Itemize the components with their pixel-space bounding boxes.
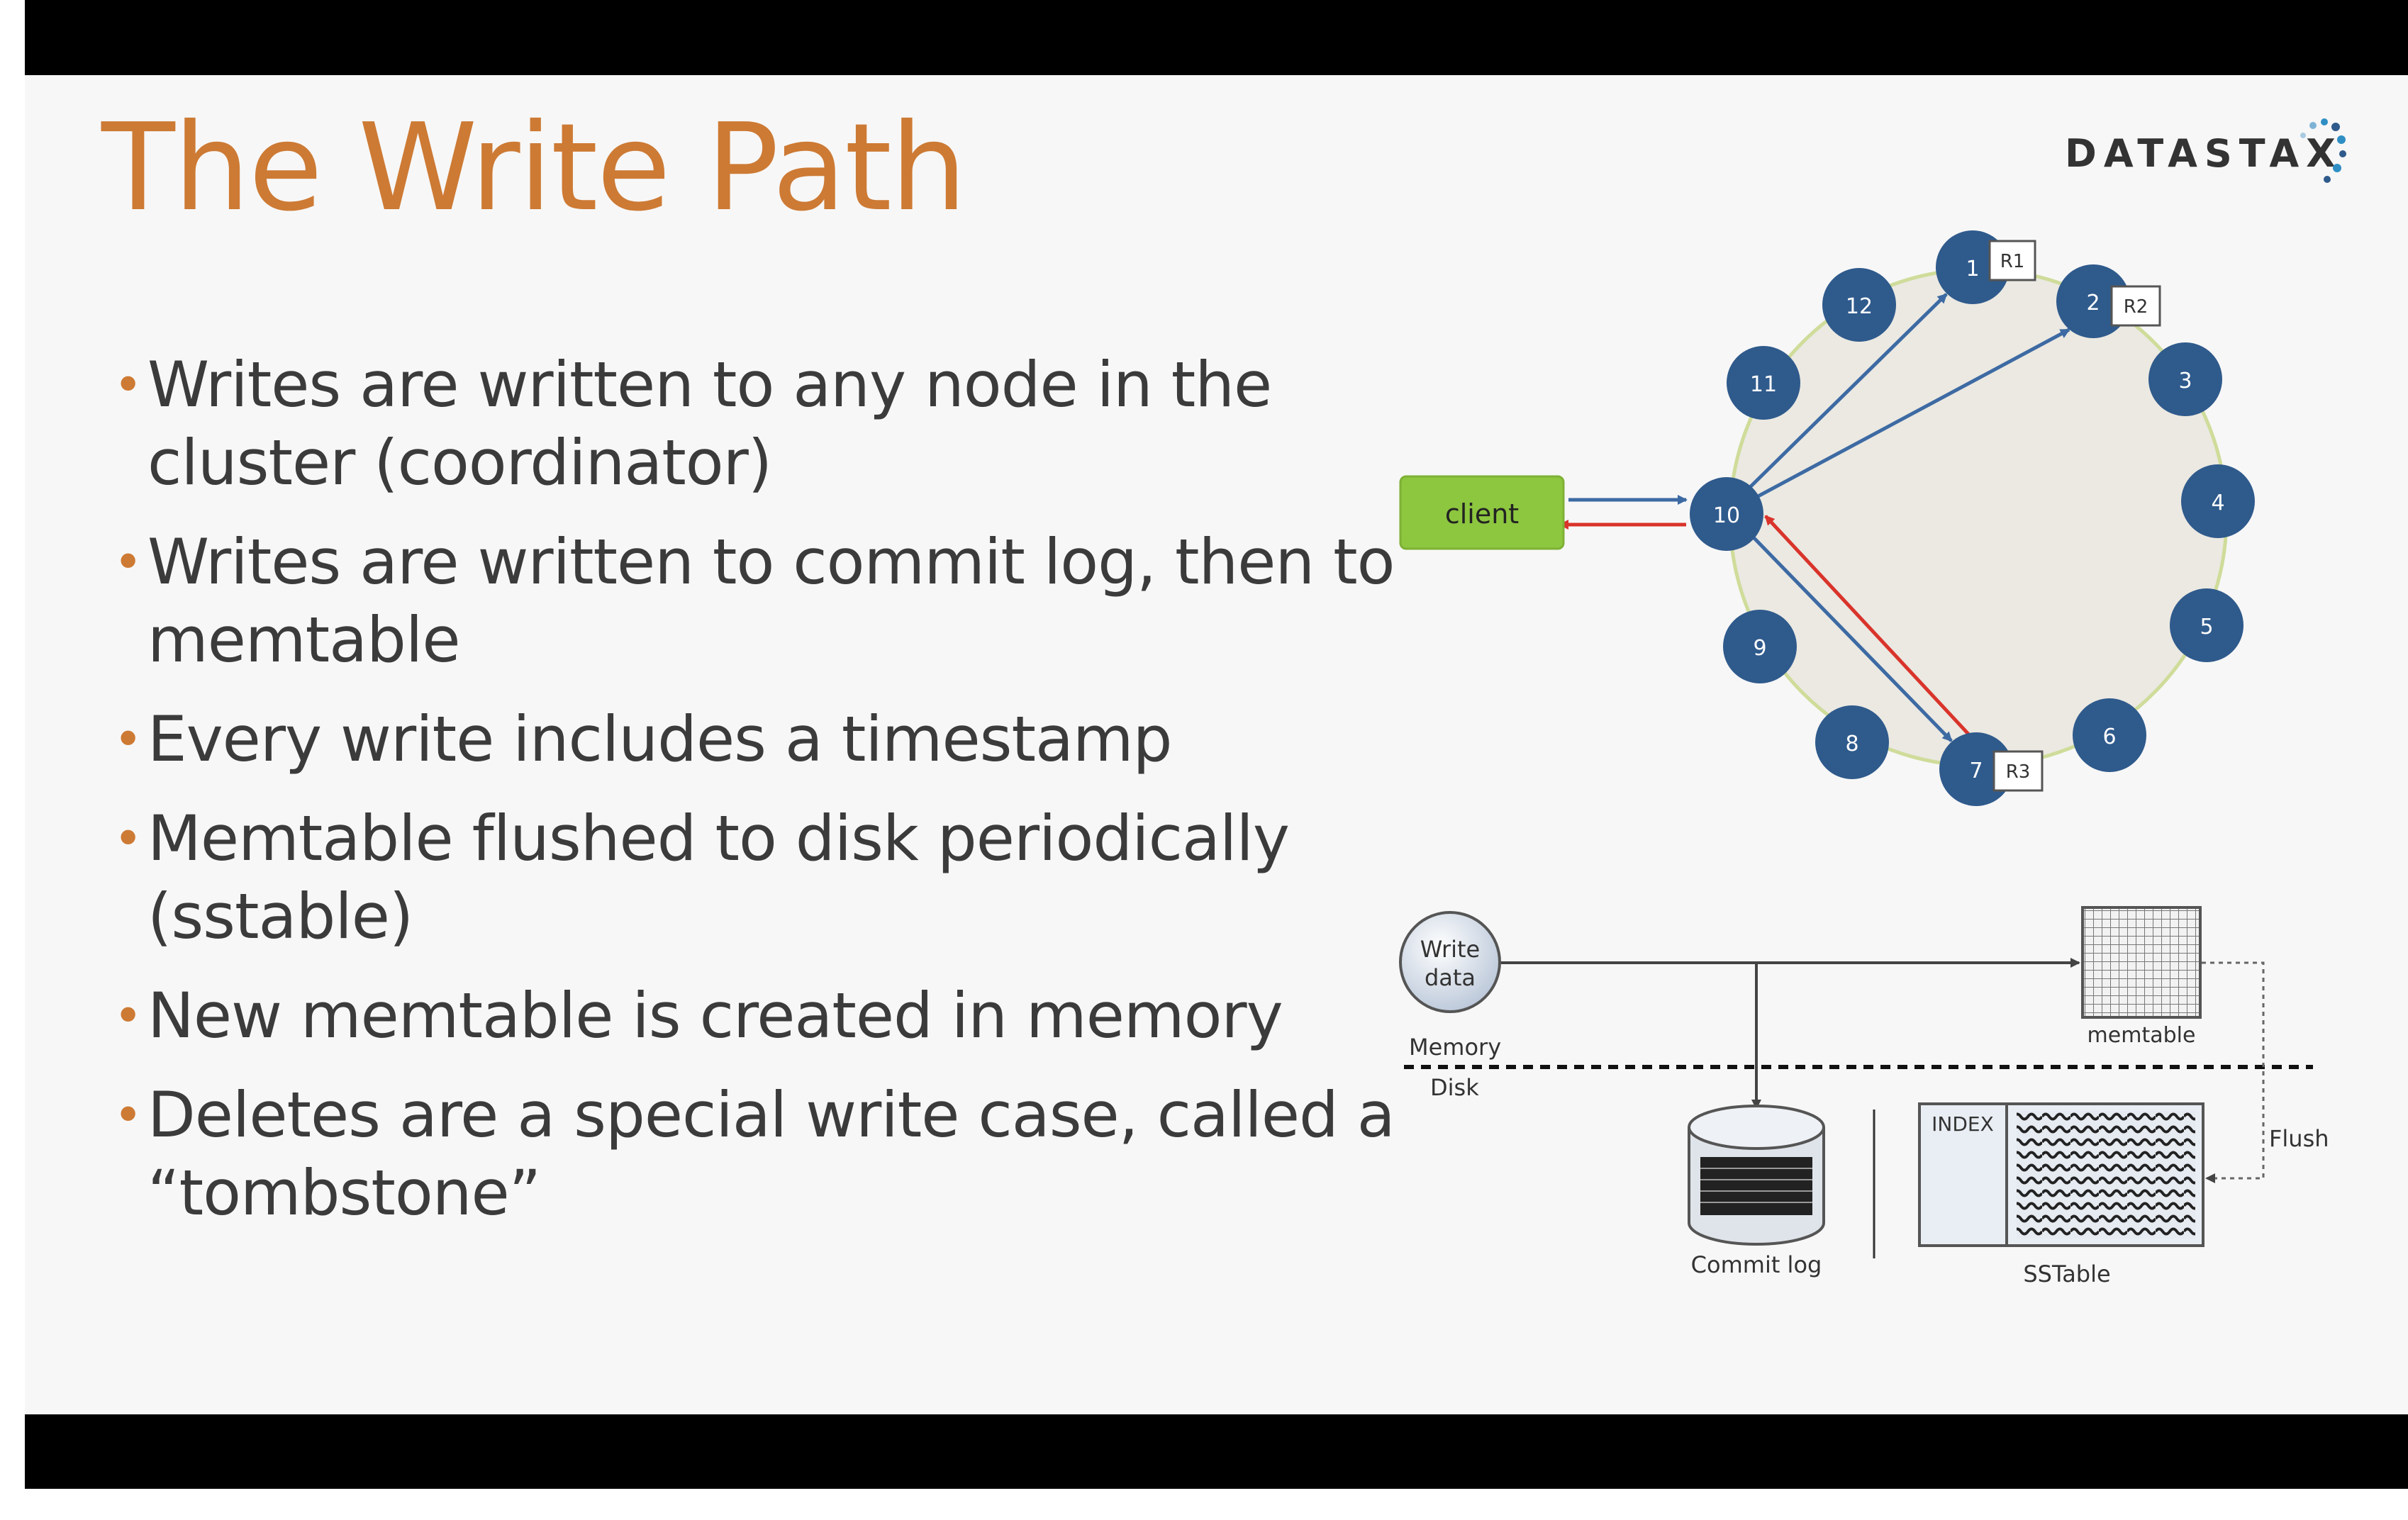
svg-text:3: 3 bbox=[2178, 369, 2192, 393]
coordinator-to-node1-arrow bbox=[1743, 293, 1948, 494]
bullet-text: Memtable flushed to disk periodically (s… bbox=[147, 802, 1290, 953]
node-9: 9 bbox=[1723, 610, 1797, 683]
bullet-dot-icon: • bbox=[113, 356, 143, 414]
memtable-label: memtable bbox=[2088, 1023, 2196, 1048]
ring-circle bbox=[1728, 267, 2229, 768]
memtable-grid-icon bbox=[2081, 906, 2202, 1019]
svg-text:1: 1 bbox=[1966, 257, 1979, 281]
bullet-dot-icon: • bbox=[113, 987, 143, 1045]
logo-dots-icon bbox=[2300, 118, 2346, 183]
node-12: 12 bbox=[1822, 268, 1896, 342]
bottom-letterbox-bar bbox=[25, 1414, 2408, 1489]
svg-text:4: 4 bbox=[2211, 491, 2224, 515]
node-11: 11 bbox=[1727, 346, 1800, 420]
svg-text:2: 2 bbox=[2086, 291, 2100, 315]
bullet-dot-icon: • bbox=[113, 810, 143, 868]
svg-text:8: 8 bbox=[1845, 732, 1858, 756]
memory-label: Memory bbox=[1409, 1034, 1501, 1061]
svg-text:9: 9 bbox=[1753, 636, 1766, 661]
slide-title: The Write Path bbox=[101, 98, 967, 238]
datastax-logo: DATASTAX bbox=[2065, 117, 2348, 195]
top-letterbox-bar bbox=[25, 0, 2408, 75]
replica-tag-r1: R1 bbox=[1988, 240, 2036, 281]
svg-text:6: 6 bbox=[2102, 725, 2116, 749]
sstable-icon bbox=[1918, 1102, 2204, 1247]
write-data-circle: Write data bbox=[1399, 911, 1501, 1013]
logo-text: DATASTAX bbox=[2065, 131, 2343, 176]
bullet-text: Writes are written to any node in the cl… bbox=[147, 348, 1272, 499]
node7-to-coordinator-arrow bbox=[1764, 515, 1976, 742]
sstable-label: SSTable bbox=[2023, 1261, 2110, 1287]
bullet-item: •Writes are written to any node in the c… bbox=[106, 346, 1418, 502]
svg-text:R3: R3 bbox=[2006, 761, 2031, 783]
bullet-item: •New memtable is created in memory bbox=[106, 977, 1418, 1055]
svg-text:R1: R1 bbox=[2000, 251, 2025, 272]
commit-log-disk-icon bbox=[1688, 1105, 1825, 1246]
bullet-text: Writes are written to commit log, then t… bbox=[147, 525, 1395, 676]
bullet-item: •Memtable flushed to disk periodically (… bbox=[106, 800, 1418, 956]
bullet-text: New memtable is created in memory bbox=[147, 979, 1283, 1052]
svg-text:5: 5 bbox=[2200, 615, 2213, 639]
client-box bbox=[1399, 475, 1565, 550]
svg-text:10: 10 bbox=[1713, 503, 1740, 528]
svg-text:data: data bbox=[1425, 964, 1476, 991]
bullet-item: •Every write includes a timestamp bbox=[106, 700, 1418, 778]
bullet-text: Deletes are a special write case, called… bbox=[147, 1078, 1395, 1229]
node-6: 6 bbox=[2073, 698, 2146, 772]
node-5: 5 bbox=[2170, 588, 2243, 662]
flush-label: Flush bbox=[2269, 1125, 2329, 1152]
commit-log-label: Commit log bbox=[1691, 1251, 1822, 1278]
coordinator-to-node2-arrow bbox=[1750, 328, 2070, 502]
bullet-dot-icon: • bbox=[113, 1086, 143, 1144]
replica-tag-r2: R2 bbox=[2110, 285, 2161, 327]
flush-dotted-arrow bbox=[2202, 961, 2265, 1183]
svg-text:12: 12 bbox=[1846, 294, 1873, 319]
coordinator-to-node7-arrow bbox=[1750, 534, 1953, 742]
node-4: 4 bbox=[2181, 464, 2255, 538]
node-10-coordinator: 10 bbox=[1690, 477, 1763, 551]
node-8: 8 bbox=[1815, 705, 1889, 779]
bullet-dot-icon: • bbox=[113, 710, 143, 769]
svg-text:7: 7 bbox=[1969, 759, 1983, 783]
node-3: 3 bbox=[2148, 342, 2222, 416]
bullet-list: •Writes are written to any node in the c… bbox=[106, 346, 1418, 1253]
bullet-text: Every write includes a timestamp bbox=[147, 703, 1172, 776]
index-label: INDEX bbox=[1932, 1112, 1994, 1136]
svg-text:R2: R2 bbox=[2124, 296, 2148, 318]
svg-text:Write: Write bbox=[1420, 936, 1480, 963]
bullet-item: •Writes are written to commit log, then … bbox=[106, 523, 1418, 679]
bullet-dot-icon: • bbox=[113, 533, 143, 591]
svg-text:11: 11 bbox=[1750, 372, 1777, 397]
client-label: client bbox=[1445, 498, 1519, 530]
disk-label: Disk bbox=[1430, 1074, 1479, 1101]
bullet-item: •Deletes are a special write case, calle… bbox=[106, 1076, 1418, 1232]
replica-tag-r3: R3 bbox=[1992, 750, 2044, 792]
